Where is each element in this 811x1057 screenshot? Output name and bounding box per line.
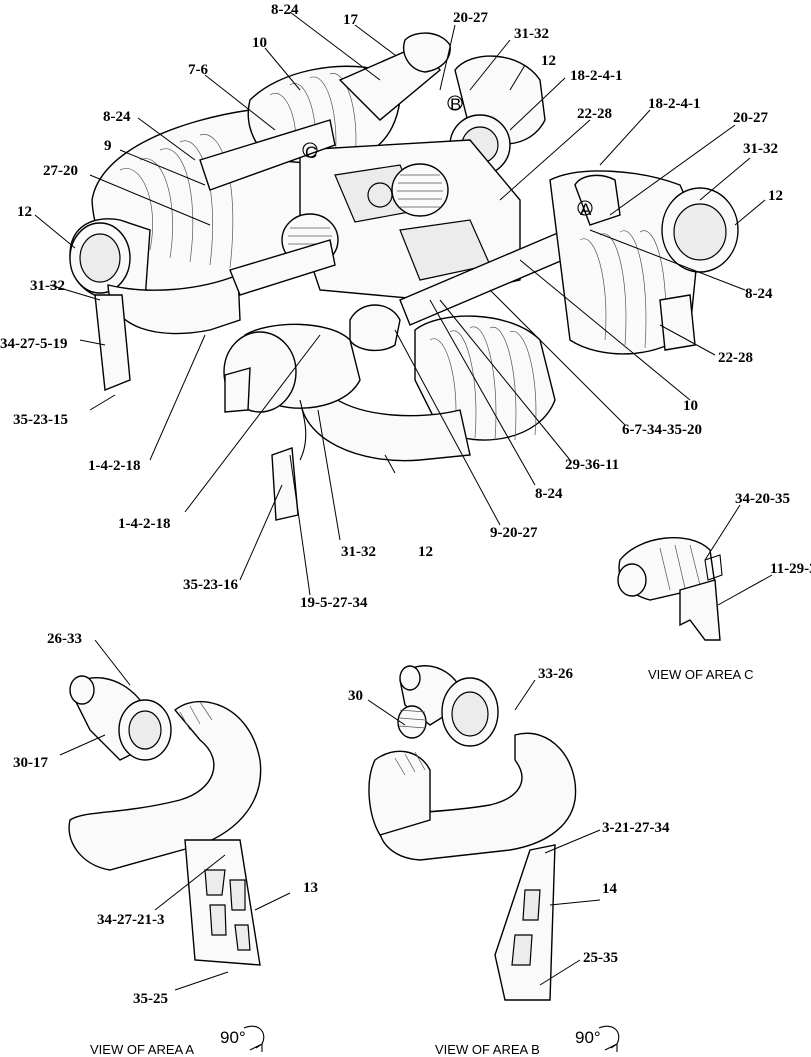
part-label: 8-24: [103, 109, 131, 125]
part-label: 12: [418, 544, 433, 560]
part-label: 29-36-11: [565, 457, 619, 473]
main-assembly-drawing: [69, 32, 739, 521]
part-label: 3-21-27-34: [602, 820, 670, 836]
part-label: 18-2-4-1: [570, 68, 623, 84]
part-label: 31-32: [341, 544, 376, 560]
part-label: 1-4-2-18: [118, 516, 171, 532]
view-b-drawing: 33-26 30 3-21-27-34 14 25-35 VIEW OF ARE…: [348, 665, 670, 1057]
part-label: 30-17: [13, 755, 48, 771]
part-label: 13: [303, 880, 318, 896]
part-label: 34-27-5-19: [0, 336, 68, 352]
part-label: 10: [252, 35, 267, 51]
part-label: 27-20: [43, 163, 78, 179]
part-label: 33-26: [538, 666, 573, 682]
main-part-labels: 8-24 17 20-27 31-32 12 10 7-6 18-2-4-1 2…: [0, 2, 783, 611]
part-label: 11-29-36: [770, 561, 811, 577]
part-label: 9: [104, 138, 112, 154]
rotation-label: 90°: [220, 1028, 246, 1047]
part-label: 34-27-21-3: [97, 912, 165, 928]
part-label: 34-20-35: [735, 491, 790, 507]
view-c-drawing: 34-20-35 11-29-36 VIEW OF AREA C: [617, 491, 811, 682]
view-a-drawing: 26-33 30-17 34-27-21-3 13 35-25 VIEW OF …: [13, 631, 318, 1057]
part-label: 12: [17, 204, 32, 220]
part-label: 20-27: [453, 10, 488, 26]
part-label: 31-32: [743, 141, 778, 157]
rotation-label: 90°: [575, 1028, 601, 1047]
part-label: 35-23-16: [183, 577, 238, 593]
part-label: 31-32: [30, 278, 65, 294]
part-label: 8-24: [745, 286, 773, 302]
part-label: 8-24: [535, 486, 563, 502]
part-label: 22-28: [718, 350, 753, 366]
part-label: 12: [768, 188, 783, 204]
part-label: 1-4-2-18: [88, 458, 141, 474]
area-marker-c: C: [305, 143, 317, 162]
part-label: 18-2-4-1: [648, 96, 701, 112]
part-label: 19-5-27-34: [300, 595, 368, 611]
part-label: 26-33: [47, 631, 82, 647]
area-marker-b: B: [450, 95, 461, 114]
view-a-caption: VIEW OF AREA A: [90, 1042, 194, 1057]
area-marker-a: A: [580, 200, 592, 219]
rotate-arrow-icon: [598, 1025, 620, 1052]
part-label: 9-20-27: [490, 525, 538, 541]
part-label: 30: [348, 688, 363, 704]
part-label: 22-28: [577, 106, 612, 122]
view-c-caption: VIEW OF AREA C: [648, 667, 753, 682]
main-leader-lines: [34, 11, 766, 596]
rotate-arrow-icon: [243, 1025, 265, 1052]
part-label: 17: [343, 12, 359, 28]
part-label: 31-32: [514, 26, 549, 42]
part-label: 12: [541, 53, 556, 69]
part-label: 10: [683, 398, 698, 414]
part-label: 7-6: [188, 62, 208, 78]
part-label: 6-7-34-35-20: [622, 422, 702, 438]
part-label: 35-25: [133, 991, 168, 1007]
part-label: 35-23-15: [13, 412, 68, 428]
part-label: 25-35: [583, 950, 618, 966]
part-label: 8-24: [271, 2, 299, 18]
view-b-caption: VIEW OF AREA B: [435, 1042, 540, 1057]
part-label: 20-27: [733, 110, 768, 126]
part-label: 14: [602, 881, 618, 897]
